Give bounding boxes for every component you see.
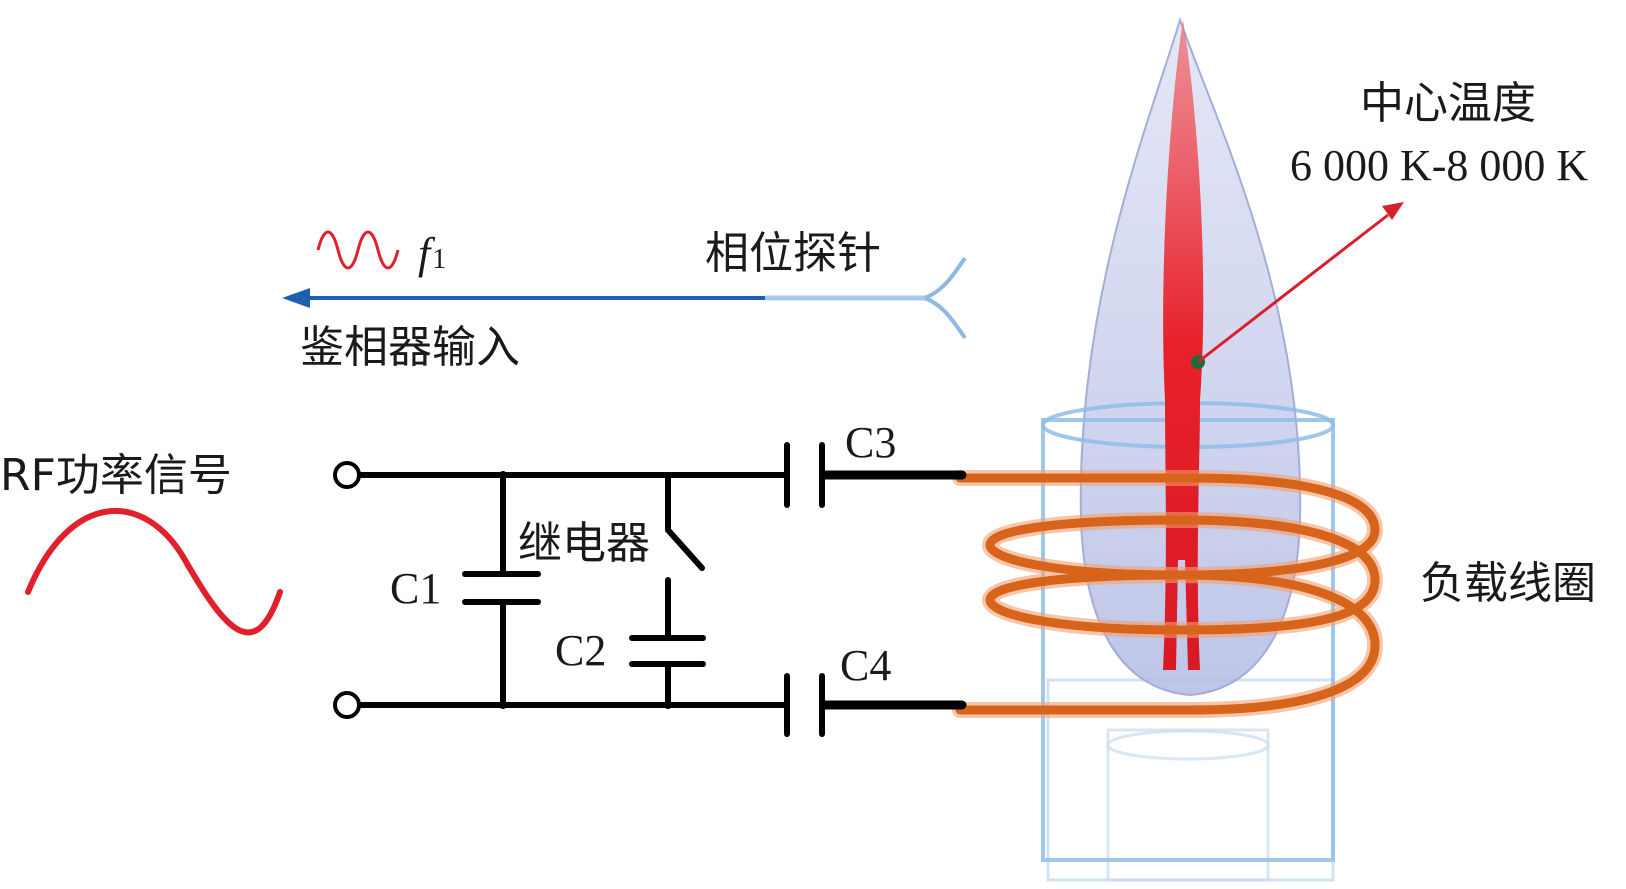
junction-dot: [664, 701, 672, 709]
phase-probe-label: 相位探针: [705, 228, 881, 279]
f1-wave-icon: [316, 230, 400, 270]
c1-label: C1: [390, 564, 441, 613]
c3-label: C3: [845, 418, 896, 467]
c2-label: C2: [555, 626, 606, 675]
plasma-core: [1163, 20, 1204, 670]
relay-label: 继电器: [518, 518, 650, 569]
junction-dot: [499, 701, 507, 709]
center-temp-pointer: [1197, 202, 1404, 364]
probe-arrowhead-icon: [282, 288, 310, 308]
junction-dot: [499, 471, 507, 479]
terminal-circle-icon: [333, 461, 361, 489]
phase-probe: [282, 256, 967, 340]
c4-label: C4: [840, 641, 891, 690]
center-temp-range: 6 000 K-8 000 K: [1290, 141, 1588, 190]
probe-antenna-icon: [924, 256, 967, 340]
load-coil: [952, 470, 1384, 718]
torch-inner-tube: [1106, 728, 1270, 882]
matching-circuit: [333, 442, 967, 737]
load-coil-label: 负载线圈: [1420, 558, 1596, 609]
f1-label: f1: [418, 229, 446, 278]
phase-detector-input-label: 鉴相器输入: [300, 322, 520, 373]
rf-power-signal-label: RF功率信号: [0, 450, 232, 501]
pointer-arrowhead-icon: [1382, 202, 1404, 220]
rf-sine-wave-icon: [25, 508, 283, 636]
center-temp-title: 中心温度: [1360, 78, 1536, 129]
terminal-circle-icon: [333, 691, 361, 719]
torch-inner-tube-top: [1106, 729, 1270, 761]
relay-switch-icon: [665, 527, 705, 571]
